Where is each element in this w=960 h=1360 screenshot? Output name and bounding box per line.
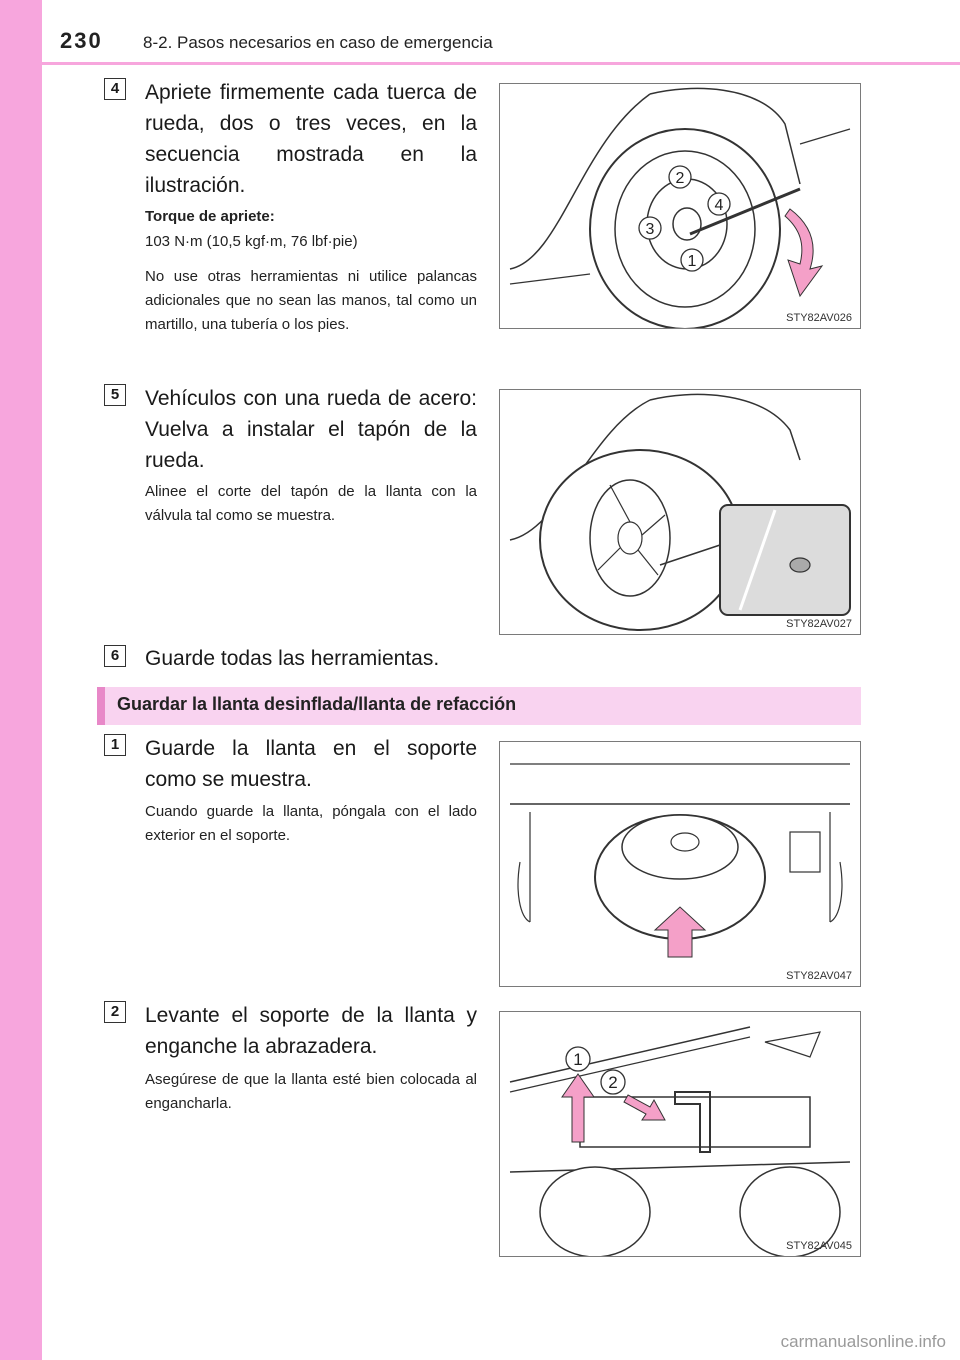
torque-label: Torque de apriete:: [145, 208, 275, 225]
subsection-header: Guardar la llanta desinflada/llanta de r…: [97, 687, 861, 725]
callout-4: 4: [715, 197, 724, 214]
lug-nut-illustration: 2 4 3 1: [509, 87, 851, 328]
figure-code: STY82AV027: [786, 618, 852, 630]
step-b1-note: Cuando guarde la llanta, póngala con el …: [145, 803, 477, 844]
step-5-text: Vehículos con una rueda de acero: Vuelva…: [145, 387, 477, 472]
left-color-band: [0, 0, 42, 1360]
step-4-text: Apriete firmemente cada tuerca de rueda,…: [145, 81, 477, 197]
step-6-badge: 6: [104, 645, 126, 667]
page-number: 230: [60, 28, 103, 53]
figure-code: STY82AV047: [786, 970, 852, 982]
step-b2-text: Levante el soporte de la llanta y enganc…: [145, 1004, 477, 1058]
callout-2: 2: [676, 170, 685, 187]
step-5-badge: 5: [104, 384, 126, 406]
step-5-note: Alinee el corte del tapón de la llanta c…: [145, 483, 477, 524]
lift-carrier-illustration: 1 2: [509, 1026, 851, 1256]
header-rule: [42, 62, 960, 65]
step-b2-note: Asegúrese de que la llanta esté bien col…: [145, 1071, 477, 1112]
wheel-cap-illustration: [509, 393, 851, 631]
subsection-title: Guardar la llanta desinflada/llanta de r…: [117, 694, 517, 714]
figure-wheel-cap: STY82AV027: [499, 389, 861, 635]
callout-2: 2: [608, 1073, 617, 1092]
figure-code: STY82AV045: [786, 1240, 852, 1252]
store-tire-illustration: [510, 763, 850, 958]
watermark: carmanualsonline.info: [780, 1332, 946, 1351]
callout-1: 1: [688, 253, 697, 270]
step-4-note: No use otras herramientas ni utilice pal…: [145, 268, 477, 333]
figure-lift-carrier: 1 2 STY82AV045: [499, 1011, 861, 1257]
figure-lug-nut-tightening: 2 4 3 1 STY82AV026: [499, 83, 861, 329]
step-1-badge: 1: [104, 734, 126, 756]
figure-code: STY82AV026: [786, 312, 852, 324]
step-b1-text: Guarde la llanta en el soporte como se m…: [145, 737, 477, 791]
step-4-badge: 4: [104, 78, 126, 100]
step-2-badge: 2: [104, 1001, 126, 1023]
callout-3: 3: [646, 221, 655, 238]
step-6-text: Guarde todas las herramientas.: [145, 647, 440, 670]
section-title: 8-2. Pasos necesarios en caso de emergen…: [143, 33, 493, 52]
figure-store-tire: STY82AV047: [499, 741, 861, 987]
torque-value: 103 N·m (10,5 kgf·m, 76 lbf·pie): [145, 233, 358, 250]
callout-1: 1: [573, 1050, 582, 1069]
